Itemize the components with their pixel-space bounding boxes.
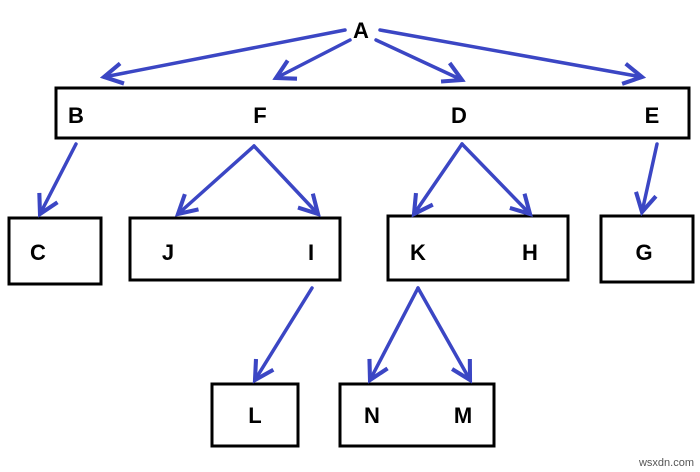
edge-b-c [40, 142, 78, 214]
edge-f-j [178, 144, 256, 214]
edges [40, 28, 659, 380]
box-c [7, 216, 103, 286]
node-g: G [635, 240, 652, 265]
node-m: M [454, 403, 472, 428]
box-n-m [338, 382, 496, 448]
edge-a-b [104, 28, 347, 77]
node-a: A [353, 18, 369, 43]
node-b: B [68, 103, 84, 128]
node-l: L [248, 403, 261, 428]
edge-a-e [378, 28, 642, 77]
box-k-h [386, 214, 570, 282]
edge-d-h [460, 142, 530, 214]
edge-d-k [414, 142, 464, 214]
node-k: K [410, 240, 426, 265]
node-h: H [522, 240, 538, 265]
edge-i-l [255, 286, 314, 380]
edge-k-n [370, 286, 420, 380]
edge-f-i [252, 144, 318, 214]
node-d: D [451, 103, 467, 128]
box-j-i [128, 216, 342, 282]
watermark-text: wsxdn.com [638, 457, 694, 469]
node-j: J [162, 240, 174, 265]
edge-a-d [374, 38, 462, 80]
node-e: E [645, 103, 660, 128]
node-c: C [30, 240, 46, 265]
box-l [210, 382, 300, 448]
edge-e-g [642, 142, 659, 212]
node-n: N [364, 403, 380, 428]
edge-a-f [276, 38, 352, 78]
level-1-box [54, 86, 691, 140]
node-i: I [308, 240, 314, 265]
edge-k-m [416, 286, 470, 380]
node-f: F [253, 103, 266, 128]
